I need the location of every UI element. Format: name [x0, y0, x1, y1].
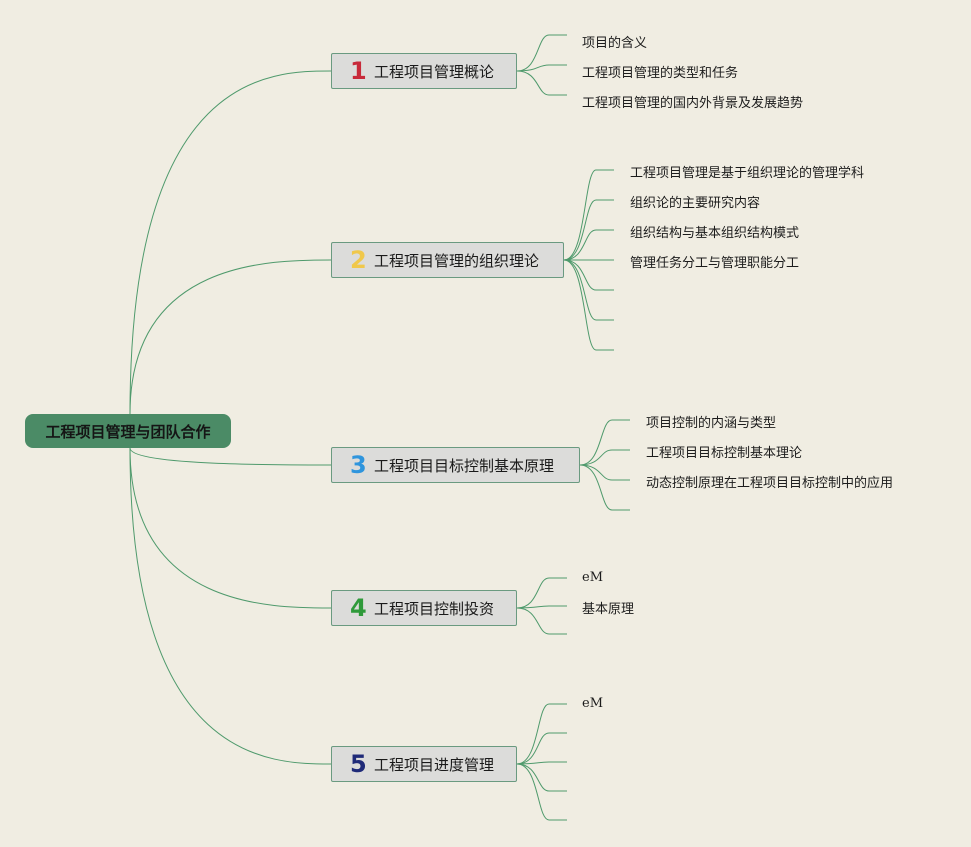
connector-line [129, 447, 332, 609]
branch-topic-label: 工程项目管理概论 [374, 62, 495, 81]
connector-line [579, 449, 630, 466]
connector-line [563, 169, 614, 261]
connector-line [129, 447, 332, 466]
subtopic[interactable]: eM [582, 696, 604, 711]
root-topic[interactable]: 工程项目管理与团队合作 [25, 414, 231, 448]
connector-line [516, 763, 567, 792]
connector-line [563, 259, 614, 291]
subtopic[interactable]: 项目控制的内涵与类型 [646, 416, 777, 431]
number-1-icon: 1 [350, 57, 367, 85]
branch-topic-2[interactable]: 2 工程项目管理的组织理论 [331, 242, 564, 278]
connector-line [516, 732, 567, 765]
root-topic-label: 工程项目管理与团队合作 [45, 422, 211, 441]
connector-line [516, 605, 567, 609]
subtopic[interactable]: 组织结构与基本组织结构模式 [630, 226, 800, 241]
connector-line [516, 607, 567, 635]
branch-topic-5[interactable]: 5 工程项目进度管理 [331, 746, 517, 782]
connector-line [563, 259, 614, 321]
subtopic[interactable]: 工程项目管理的类型和任务 [582, 66, 739, 81]
subtopic[interactable]: 项目的含义 [582, 36, 648, 51]
subtopic[interactable]: 管理任务分工与管理职能分工 [630, 256, 800, 271]
branch-topic-label: 工程项目控制投资 [374, 599, 495, 618]
subtopic[interactable]: 工程项目管理是基于组织理论的管理学科 [630, 166, 865, 181]
branch-topic-label: 工程项目目标控制基本原理 [374, 456, 555, 475]
connector-line [129, 259, 332, 415]
subtopic[interactable]: 组织论的主要研究内容 [630, 196, 761, 211]
number-2-icon: 2 [350, 246, 367, 274]
number-3-icon: 3 [350, 451, 367, 479]
subtopic[interactable]: 工程项目目标控制基本理论 [646, 446, 803, 461]
connector-line [563, 259, 614, 351]
subtopic[interactable]: eM [582, 570, 604, 585]
subtopic[interactable]: 工程项目管理的国内外背景及发展趋势 [582, 96, 804, 111]
connector-line [516, 763, 567, 821]
connector-line [516, 577, 567, 609]
connector-line [516, 64, 567, 72]
connector-line [516, 761, 567, 765]
connector-line [129, 70, 332, 415]
branch-topic-label: 工程项目管理的组织理论 [374, 251, 540, 270]
number-4-icon: 4 [350, 594, 367, 622]
connector-line [129, 447, 332, 765]
branch-topic-label: 工程项目进度管理 [374, 755, 495, 774]
branch-topic-1[interactable]: 1 工程项目管理概论 [331, 53, 517, 89]
connector-line [579, 464, 630, 511]
subtopic[interactable]: 动态控制原理在工程项目目标控制中的应用 [646, 476, 894, 491]
branch-topic-4[interactable]: 4 工程项目控制投资 [331, 590, 517, 626]
number-5-icon: 5 [350, 750, 367, 778]
connector-line [579, 419, 630, 466]
connector-line [516, 70, 567, 96]
branch-topic-3[interactable]: 3 工程项目目标控制基本原理 [331, 447, 580, 483]
connector-line [563, 229, 614, 261]
connector-line [563, 199, 614, 261]
connector-line [516, 34, 567, 72]
connector-line [516, 703, 567, 765]
connector-line [579, 464, 630, 481]
subtopic[interactable]: 基本原理 [582, 602, 635, 617]
